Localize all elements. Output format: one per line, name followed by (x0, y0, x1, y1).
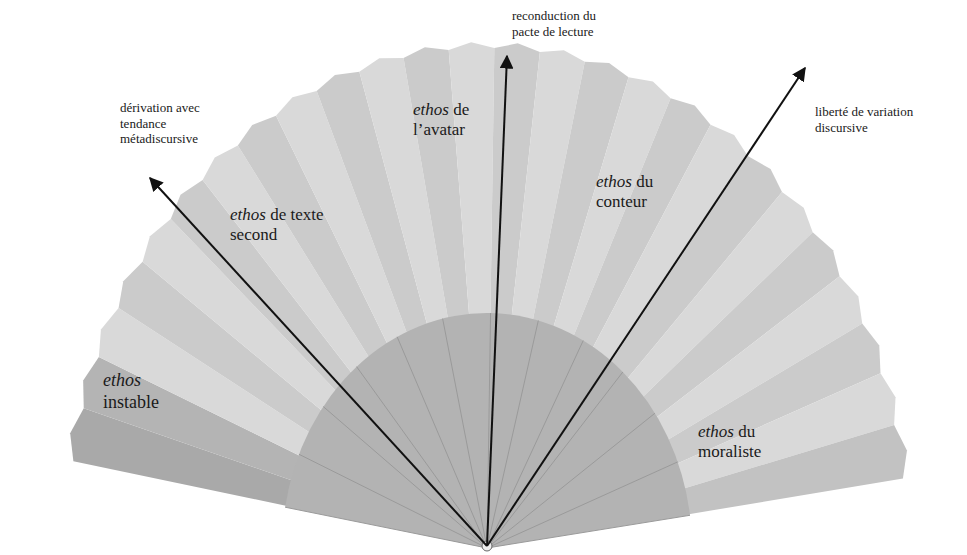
fan-stick (487, 515, 690, 548)
ethos-label: ethos de texte second (230, 205, 358, 246)
ethos-label: ethos de l’avatar (413, 100, 493, 141)
fan-pleats (70, 42, 907, 548)
fan-stick (397, 337, 487, 548)
fan-stick (487, 413, 655, 548)
axis-arrow (487, 68, 805, 546)
fan-stick (487, 462, 678, 548)
axis-label: reconduction du pacte de lecture (512, 8, 624, 39)
ethos-label: ethos du moraliste (698, 422, 794, 463)
axis-label: dérivation avec tendance métadiscursive (120, 100, 242, 147)
ethos-label: ethos instable (103, 370, 175, 413)
fan-stick (299, 454, 487, 548)
axis-label: liberté de variation discursive (815, 104, 955, 135)
fan-stick (323, 407, 487, 548)
axis-arrow (487, 56, 507, 546)
ethos-label: ethos du conteur (596, 172, 688, 213)
fan-stick (487, 341, 583, 548)
axis-arrow (150, 178, 487, 546)
fan-stick (487, 372, 623, 548)
fan-stick (443, 319, 487, 548)
